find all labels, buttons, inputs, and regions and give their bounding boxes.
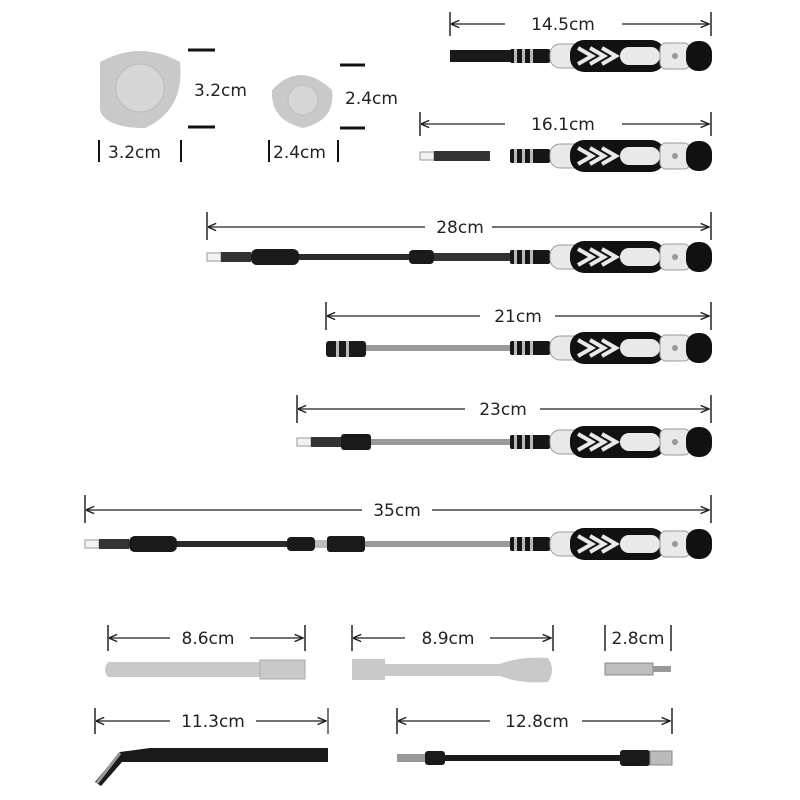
tweezers: 11.3cm bbox=[94, 708, 329, 786]
screwdriver-21: 21cm bbox=[325, 302, 714, 366]
small-triangle-pick: 2.4cm 2.4cm bbox=[268, 63, 398, 163]
flex-extension: 12.8cm bbox=[396, 708, 673, 766]
length-label: 21cm bbox=[494, 307, 542, 327]
screwdriver-14-5: 14.5cm bbox=[449, 12, 714, 74]
length-label: 11.3cm bbox=[181, 712, 245, 732]
screwdriver-16-1: 16.1cm bbox=[419, 112, 714, 174]
length-label: 28cm bbox=[436, 218, 484, 238]
pry-bar-straight: 8.6cm bbox=[105, 625, 306, 680]
bit: 2.8cm bbox=[604, 625, 672, 676]
small-pick-width-label: 2.4cm bbox=[273, 143, 326, 163]
length-label: 23cm bbox=[479, 400, 527, 420]
screwdriver-23: 23cm bbox=[296, 395, 714, 460]
length-label: 2.8cm bbox=[612, 629, 665, 649]
screwdriver-28: 28cm bbox=[206, 212, 714, 275]
length-label: 8.9cm bbox=[422, 629, 475, 649]
length-label: 35cm bbox=[373, 501, 421, 521]
length-label: 16.1cm bbox=[531, 115, 595, 135]
length-label: 8.6cm bbox=[182, 629, 235, 649]
screwdriver-35: 35cm bbox=[84, 495, 714, 562]
pry-spudger-wide: 8.9cm bbox=[351, 625, 554, 683]
large-pick-height-label: 3.2cm bbox=[194, 81, 247, 101]
large-pick-width-label: 3.2cm bbox=[108, 143, 161, 163]
length-label: 12.8cm bbox=[505, 712, 569, 732]
large-triangle-pick: 3.2cm 3.2cm bbox=[98, 48, 247, 163]
length-label: 14.5cm bbox=[531, 15, 595, 35]
small-pick-height-label: 2.4cm bbox=[345, 89, 398, 109]
